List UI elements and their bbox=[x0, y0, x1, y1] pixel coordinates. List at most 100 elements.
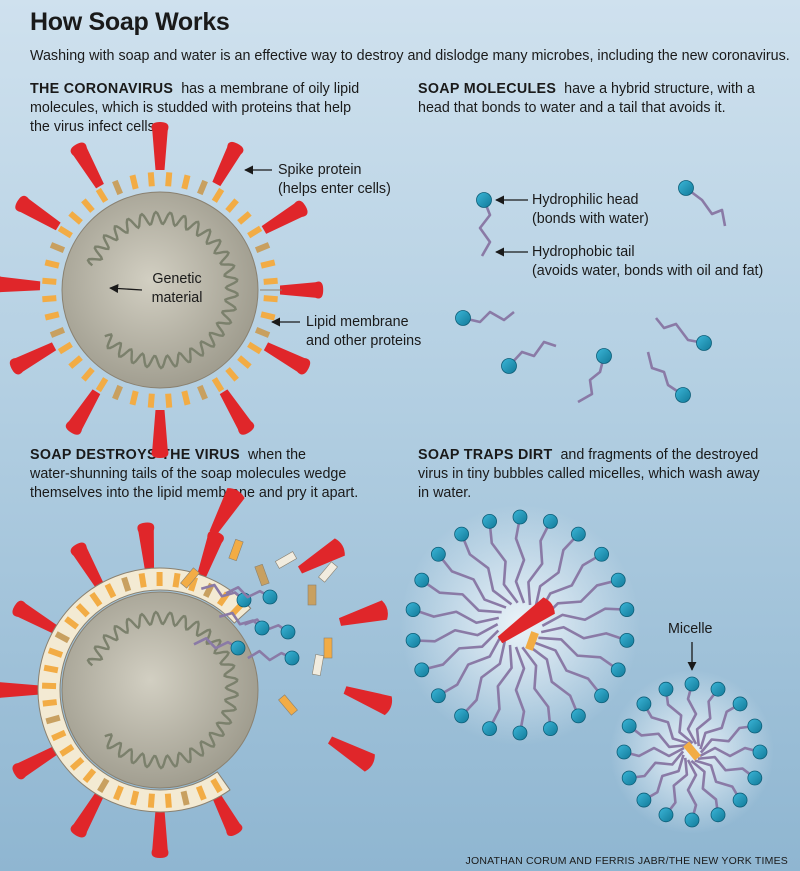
lipid-molecule bbox=[247, 225, 263, 239]
lipid-molecule bbox=[42, 699, 58, 707]
lipid-molecule bbox=[104, 583, 117, 599]
spike-protein-icon bbox=[0, 276, 41, 293]
spike-protein-icon bbox=[65, 389, 101, 435]
detached-spike-icon bbox=[338, 600, 388, 626]
destroys-text-3: themselves into the lipid membrane and p… bbox=[30, 485, 359, 501]
soap-molecule-tail bbox=[225, 586, 271, 599]
lipid-molecule bbox=[69, 756, 85, 771]
genetic-material-rna bbox=[86, 210, 239, 370]
lipid-molecule bbox=[225, 198, 239, 213]
soap-molecule-head-icon bbox=[696, 335, 712, 351]
soap-molecule-tail bbox=[437, 553, 507, 609]
lipid-fragment bbox=[323, 637, 333, 659]
soap-molecule-head-icon bbox=[482, 513, 497, 529]
soap-molecule-tail bbox=[577, 355, 606, 404]
genetic-material-rna bbox=[86, 610, 239, 770]
soap-molecules-illustration bbox=[455, 180, 727, 404]
lipid-molecule bbox=[81, 367, 95, 382]
soap-molecule-tail bbox=[695, 688, 720, 747]
head-label-1: Hydrophilic head bbox=[532, 192, 639, 208]
soap-molecule-tail bbox=[437, 635, 502, 697]
soap-molecule-tail bbox=[527, 644, 580, 717]
lipid-molecule bbox=[81, 198, 95, 213]
soap-molecule-head-icon bbox=[455, 310, 471, 326]
soap-molecule-tail bbox=[538, 636, 619, 671]
head-label-2: (bonds with water) bbox=[532, 211, 649, 227]
soap-molecule-head-icon bbox=[710, 807, 726, 823]
soap-molecule-head-icon bbox=[414, 662, 430, 678]
soap-molecule-head-icon bbox=[684, 676, 700, 692]
spike-protein-icon bbox=[12, 600, 59, 634]
lipid-label-1: Lipid membrane bbox=[306, 314, 409, 330]
micelles-illustration bbox=[400, 505, 774, 834]
soap-molecule-tail bbox=[694, 759, 742, 801]
spike-protein-icon bbox=[151, 410, 169, 458]
soap-molecule-tail bbox=[699, 746, 761, 758]
lipid-molecule bbox=[43, 664, 59, 674]
soap-molecules-heading: SOAP MOLECULES bbox=[418, 81, 557, 97]
lipid-fragment bbox=[274, 551, 298, 569]
soap-molecule-head-icon bbox=[230, 640, 246, 656]
soap-molecule-tail bbox=[664, 757, 689, 816]
spike-protein-icon bbox=[212, 141, 244, 187]
lipid-fragment bbox=[180, 567, 200, 589]
genetic-label-2: material bbox=[151, 290, 203, 306]
soap-molecule-head-icon bbox=[616, 744, 632, 760]
soap-molecule-head-icon bbox=[621, 770, 637, 786]
soap-molecule-head-icon bbox=[430, 688, 446, 704]
soap-molecule-head-icon bbox=[543, 721, 558, 737]
traps-text-3: in water. bbox=[418, 485, 472, 501]
small-micelle bbox=[610, 670, 774, 834]
destroys-text-2: water-shunning tails of the soap molecul… bbox=[30, 466, 347, 482]
soap-molecule-tail bbox=[628, 724, 687, 749]
soap-molecules-caption: SOAP MOLECULES have a hybrid structure, … bbox=[418, 80, 755, 118]
lipid-molecule bbox=[68, 211, 83, 225]
lipid-molecule bbox=[138, 572, 147, 588]
traps-heading: SOAP TRAPS DIRT bbox=[418, 447, 553, 463]
soap-molecule-head-icon bbox=[254, 620, 270, 636]
lipid-molecule bbox=[147, 793, 155, 808]
soap-molecule-head-icon bbox=[621, 718, 637, 734]
spike-protein-icon bbox=[151, 810, 169, 858]
lipid-fragment bbox=[311, 654, 325, 676]
soap-molecule-tail bbox=[629, 750, 685, 780]
spike-protein-icon bbox=[151, 122, 169, 170]
lipid-molecule bbox=[68, 355, 83, 369]
tail-label-2: (avoids water, bonds with oil and fat) bbox=[532, 263, 764, 279]
soap-molecule-tail bbox=[527, 520, 552, 606]
lipid-fragment bbox=[228, 538, 244, 562]
soap-molecule-tail bbox=[690, 759, 720, 815]
coronavirus-caption: THE CORONAVIRUS has a membrane of oily l… bbox=[30, 80, 359, 137]
lipid-molecule bbox=[129, 174, 139, 190]
lipid-molecule bbox=[44, 259, 60, 269]
spike-protein-icon bbox=[280, 281, 324, 299]
soap-molecule-head-icon bbox=[610, 572, 626, 588]
soap-molecule-tail bbox=[664, 689, 694, 745]
lipid-molecule bbox=[42, 295, 57, 303]
soap-molecule-tail bbox=[533, 533, 580, 609]
lipid-molecule bbox=[188, 576, 198, 592]
genetic-label: Genetic material bbox=[146, 270, 208, 308]
lipid-molecule bbox=[260, 311, 276, 321]
page-title: How Soap Works bbox=[30, 8, 230, 36]
soap-molecule-tail bbox=[218, 611, 263, 629]
soap-molecule-head-icon bbox=[675, 387, 691, 403]
soap-molecule-tail bbox=[412, 608, 500, 625]
lipid-molecule bbox=[59, 744, 75, 757]
soap-molecule-head-icon bbox=[454, 526, 470, 542]
soap-molecule-head-icon bbox=[512, 725, 528, 741]
spike-protein-icon bbox=[9, 342, 57, 375]
lipid-molecule bbox=[197, 384, 208, 401]
soap-molecule-head-icon bbox=[405, 602, 421, 618]
destroys-text-1: when the bbox=[247, 447, 306, 463]
soap-molecule-tail bbox=[654, 317, 705, 345]
spike-protein-icon bbox=[196, 531, 224, 579]
lipid-molecule bbox=[147, 172, 155, 187]
lipid-molecule bbox=[95, 377, 109, 393]
spike-protein-icon bbox=[70, 542, 104, 589]
soap-molecule-tail bbox=[699, 702, 741, 750]
soap-molecule-head-icon bbox=[658, 807, 674, 823]
soap-molecule-head-icon bbox=[430, 546, 446, 562]
lipid-molecule bbox=[247, 341, 263, 355]
lipid-molecule bbox=[225, 367, 239, 382]
